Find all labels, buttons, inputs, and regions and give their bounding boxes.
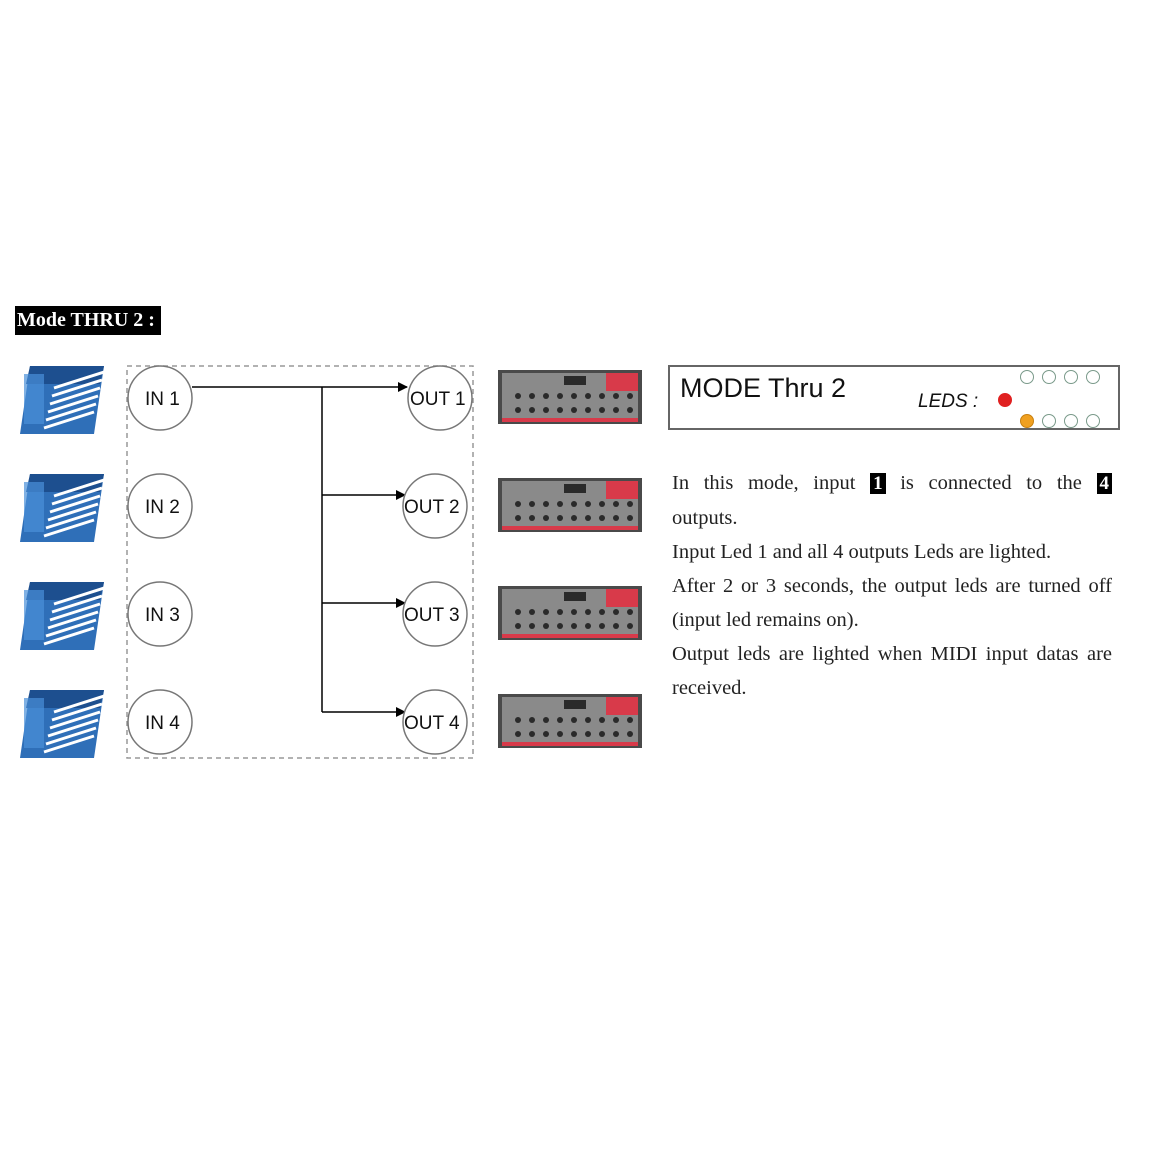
output-led-bottom-2 — [1042, 414, 1056, 428]
output-led-top-1 — [1020, 370, 1034, 384]
rack-synth-module-icon — [498, 478, 642, 532]
description-line: outputs. — [672, 507, 738, 529]
input-port: IN 3 — [127, 581, 193, 647]
router-box — [126, 365, 474, 759]
output-led-top-4 — [1086, 370, 1100, 384]
output-led-bottom-3 — [1064, 414, 1078, 428]
input-port: IN 1 — [127, 365, 193, 431]
output-port: OUT 2 — [402, 473, 468, 539]
input-label: IN 3 — [145, 605, 180, 626]
section-title: Mode THRU 2 : — [15, 306, 161, 335]
output-label: OUT 2 — [404, 497, 460, 518]
output-led-top-2 — [1042, 370, 1056, 384]
rack-synth-module-icon — [498, 694, 642, 748]
keyboard-synth-icon — [20, 582, 104, 650]
output-label: OUT 4 — [404, 713, 460, 734]
output-led-bottom-1 — [1020, 414, 1034, 428]
input-port: IN 4 — [127, 689, 193, 755]
input-label: IN 1 — [145, 389, 180, 410]
description-line: Input Led 1 and all 4 outputs Leds are l… — [672, 541, 1052, 563]
leds-label: LEDS : — [918, 391, 979, 412]
output-led-top-3 — [1064, 370, 1078, 384]
connection-lines — [192, 382, 408, 717]
input-port: IN 2 — [127, 473, 193, 539]
input-number-badge: 1 — [870, 473, 886, 494]
keyboard-synth-icon — [20, 690, 104, 758]
output-label: OUT 3 — [404, 605, 460, 626]
keyboard-synth-icon — [20, 366, 104, 434]
input-led-1 — [998, 393, 1012, 407]
input-label: IN 4 — [145, 713, 180, 734]
input-label: IN 2 — [145, 497, 180, 518]
rack-synth-module-icon — [498, 586, 642, 640]
mode-indicator-box: MODE Thru 2 LEDS : — [668, 365, 1120, 430]
mode-title: MODE Thru 2 — [680, 373, 847, 403]
output-label: OUT 1 — [410, 389, 466, 410]
output-count-badge: 4 — [1096, 473, 1113, 494]
rack-synth-module-icon — [498, 370, 642, 424]
keyboard-synth-icon — [20, 474, 104, 542]
output-port: OUT 3 — [402, 581, 468, 647]
output-port: OUT 1 — [407, 365, 473, 431]
description-line: Output leds are lighted when MIDI input … — [672, 643, 1112, 699]
description-line: After 2 or 3 seconds, the output leds ar… — [672, 575, 1112, 631]
output-port: OUT 4 — [402, 689, 468, 755]
output-led-bottom-4 — [1086, 414, 1100, 428]
description-line: In this mode, input 1 is connected to th… — [672, 466, 1113, 501]
mode-description: In this mode, input 1 is connected to th… — [672, 466, 1113, 705]
